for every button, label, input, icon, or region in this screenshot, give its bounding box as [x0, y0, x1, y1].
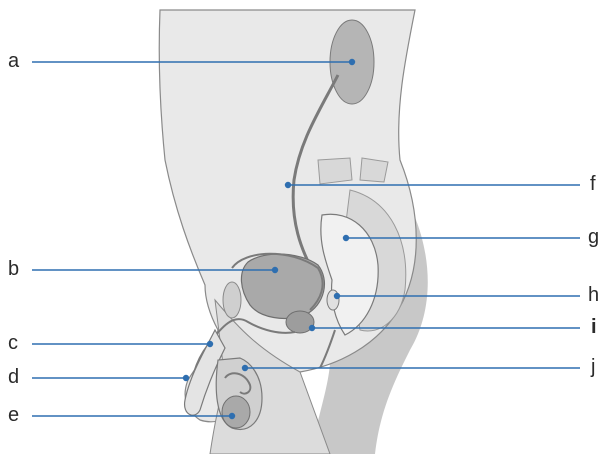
label-g: g — [588, 227, 599, 247]
label-i: i — [591, 317, 597, 337]
label-a: a — [8, 51, 19, 71]
label-c: c — [8, 333, 18, 353]
label-e: e — [8, 405, 19, 425]
pubic-bone — [223, 282, 241, 318]
leader-dot-c — [208, 342, 213, 347]
testis — [222, 396, 250, 428]
leader-dot-g — [344, 236, 349, 241]
label-f: f — [590, 174, 596, 194]
label-d: d — [8, 367, 19, 387]
label-j: j — [591, 357, 595, 377]
leader-dot-b — [273, 268, 278, 273]
leader-dot-j — [243, 366, 248, 371]
label-h: h — [588, 285, 599, 305]
leader-dot-d — [184, 376, 189, 381]
leader-dot-e — [230, 414, 235, 419]
leader-dot-h — [335, 294, 340, 299]
label-b: b — [8, 259, 19, 279]
vertebra-2 — [360, 158, 388, 182]
vertebra-1 — [318, 158, 352, 184]
leader-dot-f — [286, 183, 291, 188]
leader-dot-i — [310, 326, 315, 331]
leader-dot-a — [350, 60, 355, 65]
